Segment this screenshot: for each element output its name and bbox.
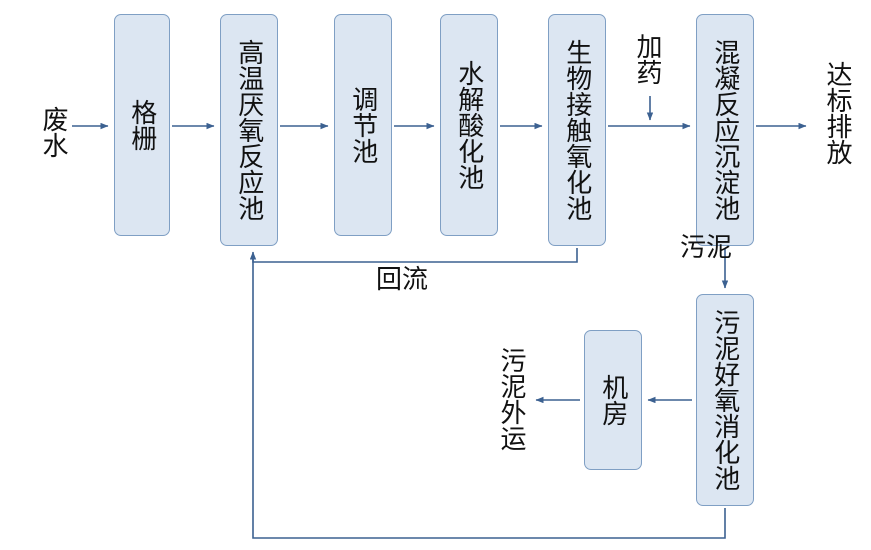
node-hydrolysis[interactable]: 水解酸化池 bbox=[440, 14, 498, 236]
node-sludge-transport: 污泥外运 bbox=[486, 334, 527, 464]
node-hydrolysis-label: 水解酸化池 bbox=[454, 60, 485, 190]
edge-sludge-return bbox=[252, 258, 726, 539]
node-dosing-label: 加药 bbox=[633, 33, 663, 85]
node-outlet-label: 达标排放 bbox=[823, 61, 853, 165]
node-biocontact-label: 生物接触氧化池 bbox=[562, 39, 593, 221]
node-grid[interactable]: 格栅 bbox=[114, 14, 170, 236]
edge-label-reflux-text: 回流 bbox=[375, 264, 428, 294]
node-sludge-aeration[interactable]: 污泥好氧消化池 bbox=[696, 294, 754, 506]
node-sludge-aeration-label: 污泥好氧消化池 bbox=[710, 309, 741, 491]
node-anaerobic[interactable]: 高温厌氧反应池 bbox=[220, 14, 278, 246]
node-grid-label: 格栅 bbox=[127, 99, 158, 151]
edge-label-sludge-text: 污泥 bbox=[679, 232, 732, 262]
node-coagulation-label: 混凝反应沉淀池 bbox=[710, 39, 741, 221]
node-sludge-transport-label: 污泥外运 bbox=[497, 347, 527, 451]
edge-reflux bbox=[249, 248, 578, 263]
node-adjust-label: 调节池 bbox=[348, 86, 379, 164]
node-dosing: 加药 bbox=[622, 20, 663, 98]
node-inlet: 废水 bbox=[10, 82, 69, 182]
node-biocontact[interactable]: 生物接触氧化池 bbox=[548, 14, 606, 246]
edge-label-sludge: 污泥 bbox=[676, 232, 736, 263]
node-machine-room[interactable]: 机房 bbox=[584, 330, 642, 470]
node-inlet-label: 废水 bbox=[39, 106, 69, 158]
node-coagulation[interactable]: 混凝反应沉淀池 bbox=[696, 14, 754, 246]
node-machine-room-label: 机房 bbox=[598, 374, 629, 426]
node-adjust[interactable]: 调节池 bbox=[334, 14, 392, 236]
node-outlet: 达标排放 bbox=[812, 48, 853, 178]
edge-label-reflux: 回流 bbox=[372, 264, 432, 295]
node-anaerobic-label: 高温厌氧反应池 bbox=[234, 39, 265, 221]
